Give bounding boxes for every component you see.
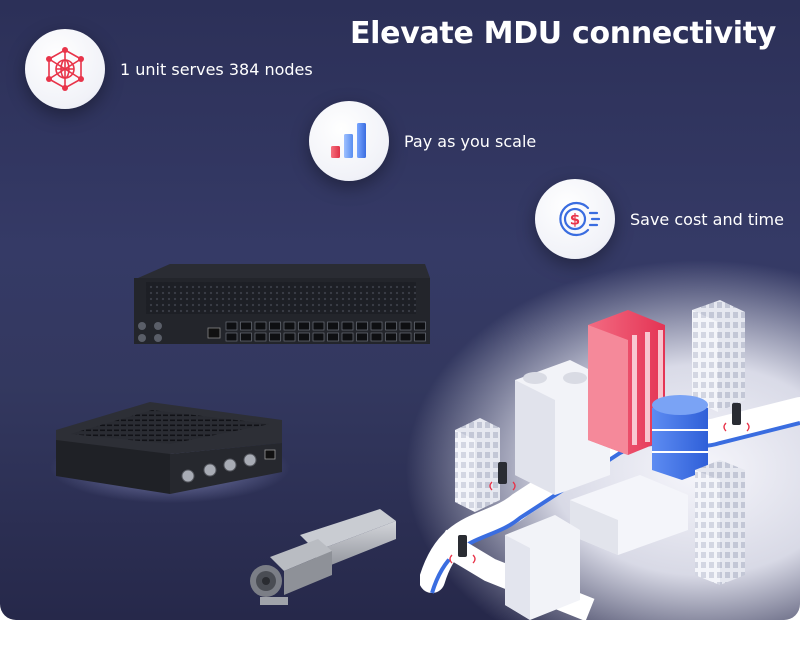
sfp-port (341, 332, 354, 342)
feature-label: Save cost and time (630, 209, 784, 229)
sfp-port (414, 321, 426, 331)
page-title: Elevate MDU connectivity (349, 16, 776, 51)
sfp-port (356, 321, 368, 331)
sfp-port (269, 321, 281, 331)
sfp-port (283, 321, 296, 331)
sfp-port (370, 321, 383, 331)
sfp-port (356, 332, 368, 342)
rack-olt-device-image (134, 264, 430, 344)
sfp-port (254, 332, 267, 342)
sfp-port (312, 321, 325, 331)
sfp-port (399, 321, 412, 331)
sfp-port (298, 332, 310, 342)
sfp-port (399, 332, 412, 342)
feature-icon-bubble: $ (535, 179, 615, 259)
sfp-port (370, 332, 383, 342)
sfp-port (283, 332, 296, 342)
sfp-port (341, 321, 354, 331)
feature-label: Pay as you scale (404, 131, 537, 151)
sfp-port (385, 321, 397, 331)
feature-nodes: 1 unit serves 384 nodes (25, 29, 313, 109)
desktop-onu-device-image (50, 402, 290, 503)
sfp-port (327, 332, 339, 342)
feature-icon-bubble (309, 101, 389, 181)
feature-savings: $ Save cost and time (535, 179, 784, 259)
bar-chart-icon (331, 123, 366, 158)
sfp-port (298, 321, 310, 331)
network-node-icon (46, 47, 84, 91)
dollar-cost-icon: $ (559, 201, 600, 237)
sfp-port (240, 332, 252, 342)
feature-scale: Pay as you scale (309, 101, 536, 181)
feature-icon-bubble (25, 29, 105, 109)
svg-text:$: $ (570, 211, 580, 229)
sfp-port (312, 332, 325, 342)
city-illustration (420, 300, 800, 620)
sfp-port (225, 332, 238, 342)
sfp-port (327, 321, 339, 331)
hero-banner: Elevate MDU connectivity (0, 0, 800, 620)
sfp-port (385, 332, 397, 342)
sfp-module-image (250, 509, 396, 605)
sfp-port (414, 332, 426, 342)
sfp-port (254, 321, 267, 331)
feature-label: 1 unit serves 384 nodes (120, 59, 313, 79)
sfp-port (240, 321, 252, 331)
sfp-port (269, 332, 281, 342)
sfp-port (225, 321, 238, 331)
